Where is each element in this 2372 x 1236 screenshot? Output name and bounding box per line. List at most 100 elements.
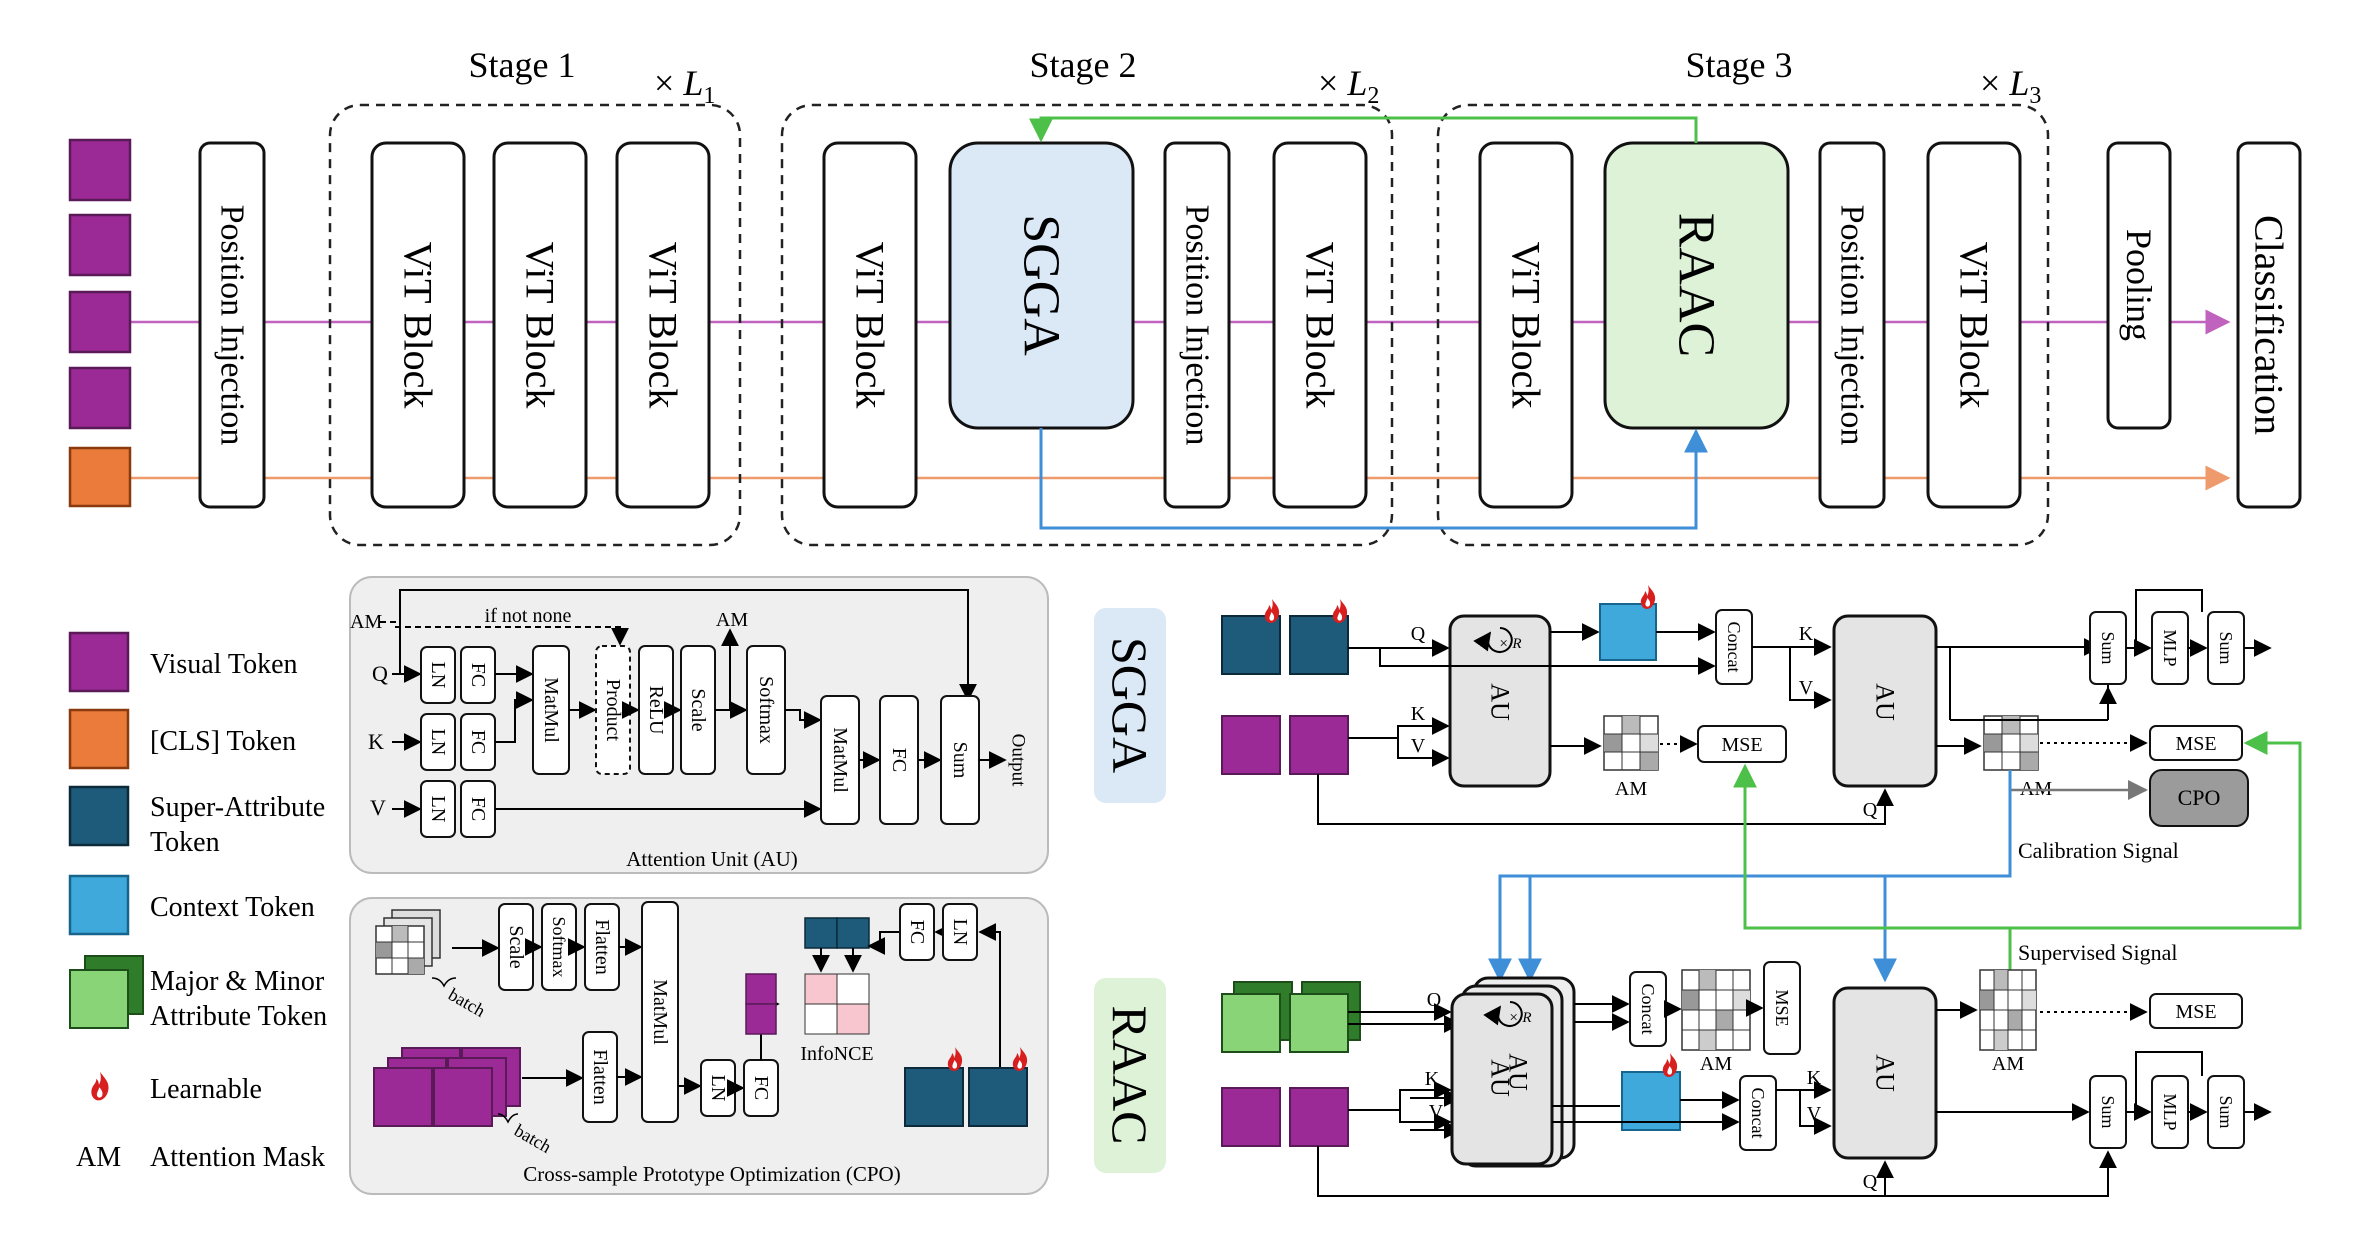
sgga-side-label: SGGA: [1102, 637, 1158, 773]
svg-text:Pooling: Pooling: [2119, 229, 2159, 341]
sgga-am-label-1: AM: [1615, 778, 1647, 800]
svg-text:ViT Block: ViT Block: [396, 242, 441, 409]
raac-concat-1: Concat: [1629, 971, 1667, 1047]
svg-text:MatMul: MatMul: [649, 979, 671, 1045]
position-injection-block-3: Position Injection: [1818, 141, 1886, 509]
sgga-repeat-icon: × R: [1473, 627, 1522, 653]
calibration-signal-label: Calibration Signal: [2018, 838, 2179, 863]
stage1-box: [328, 103, 742, 547]
cpo-caption: Cross-sample Prototype Optimization (CPO…: [523, 1162, 900, 1186]
au-matmul-1: MatMul: [532, 645, 570, 775]
svg-text:ViT Block: ViT Block: [1298, 242, 1343, 409]
svg-text:Product: Product: [602, 679, 624, 742]
cpo-infonce-label: InfoNCE: [800, 1043, 873, 1065]
au-product: Product: [595, 645, 631, 775]
svg-text:AU: AU: [1871, 1054, 1900, 1092]
sgga-au-1: AU: [1448, 614, 1552, 788]
sgga-v-label: V: [1411, 735, 1426, 757]
svg-text:Sum: Sum: [2216, 1095, 2236, 1128]
raac-au-stack: AU AU × R: [1450, 976, 1576, 1168]
cpo-scale: Scale: [498, 903, 534, 991]
legend-visual-label: Visual Token: [150, 649, 298, 680]
au-fc-v: FC: [460, 780, 496, 838]
svg-text:ViT Block: ViT Block: [518, 242, 563, 409]
svg-text:MLP: MLP: [2160, 629, 2180, 666]
cpo-panel: batch Scale Softmax Flatten batch Flatte…: [349, 897, 1049, 1195]
svg-text:CPO: CPO: [2178, 785, 2221, 810]
vit-block-s1-3: ViT Block: [615, 141, 711, 509]
cpo-fc-1: FC: [743, 1059, 779, 1117]
sgga-sum-2: Sum: [2207, 611, 2245, 685]
svg-text:Sum: Sum: [2216, 631, 2236, 664]
au-if-not-none-label: if not none: [485, 605, 572, 627]
au-q-label: Q: [372, 661, 388, 686]
legend-attr-label-1: Major & Minor: [150, 966, 325, 997]
raac-mse-1: MSE: [1763, 961, 1801, 1055]
raac-sum-2: Sum: [2207, 1075, 2245, 1149]
svg-text:LN: LN: [427, 662, 449, 689]
raac-mlp: MLP: [2151, 1075, 2189, 1149]
cpo-matmul: MatMul: [641, 901, 679, 1123]
raac-q2-label: Q: [1863, 1171, 1878, 1193]
legend-attr-swatch: [69, 955, 144, 1029]
au-relu: ReLU: [638, 645, 674, 775]
sgga-concat: Concat: [1715, 609, 1753, 685]
au-output-label: Output: [1008, 734, 1029, 788]
sgga-super-attr-tokens: [1221, 615, 1349, 675]
au-matmul-2: MatMul: [820, 695, 860, 825]
sgga-visual-tokens: [1221, 715, 1349, 775]
position-injection-block-1: Position Injection: [198, 141, 266, 509]
vit-block-s1-1: ViT Block: [370, 141, 466, 509]
svg-text:AU: AU: [1486, 683, 1515, 721]
legend-am-abbr: AM: [76, 1142, 121, 1173]
raac-sum-1: Sum: [2089, 1075, 2127, 1149]
svg-text:Position Injection: Position Injection: [1179, 205, 1216, 446]
svg-text:× R: × R: [1498, 636, 1521, 652]
input-visual-tokens: [68, 138, 132, 430]
svg-text:MatMul: MatMul: [829, 727, 851, 793]
sgga-sum-1: Sum: [2089, 611, 2127, 685]
raac-concat-2: Concat: [1739, 1075, 1777, 1151]
vit-block-s2-1: ViT Block: [822, 141, 918, 509]
calibration-signal-line: [1488, 770, 2012, 983]
raac-au-1: AU: [1486, 1059, 1515, 1097]
svg-text:LN: LN: [427, 796, 449, 823]
sgga-detail: SGGA Q K V AU × R Con: [1094, 585, 2302, 983]
sgga-v2-label: V: [1799, 677, 1814, 699]
au-am-output-label: AM: [716, 609, 748, 631]
sgga-au-2: AU: [1832, 614, 1938, 788]
svg-text:ReLU: ReLU: [645, 686, 667, 735]
au-scale: Scale: [680, 645, 716, 775]
vit-block-s1-2: ViT Block: [492, 141, 588, 509]
legend-super-label-1: Super-Attribute: [150, 792, 325, 823]
raac-k2-label: K: [1807, 1067, 1822, 1089]
sgga-to-raac-connector: [1039, 428, 1708, 530]
svg-text:SGGA: SGGA: [1013, 214, 1070, 356]
svg-text:Concat: Concat: [1748, 1088, 1768, 1139]
sgga-mse-1: MSE: [1697, 725, 1787, 763]
svg-text:× L2: × L2: [1318, 63, 1379, 109]
position-injection-block-2: Position Injection: [1163, 141, 1231, 509]
legend-super-label-2: Token: [150, 827, 220, 858]
svg-text:MLP: MLP: [2160, 1093, 2180, 1130]
stage1-repeat: × L1: [654, 63, 715, 109]
svg-text:MSE: MSE: [2175, 1001, 2216, 1023]
raac-q-label: Q: [1427, 989, 1442, 1011]
au-panel: AM if not none Q K V LN FC LN FC LN FC M…: [349, 576, 1049, 874]
sgga-context-token: [1599, 603, 1657, 661]
svg-text:FC: FC: [906, 920, 928, 944]
raac-v2-label: V: [1807, 1103, 1822, 1125]
svg-text:Scale: Scale: [687, 688, 709, 731]
sgga-k2-label: K: [1799, 623, 1814, 645]
legend-visual-swatch: [68, 631, 130, 693]
sgga-cpo: CPO: [2149, 769, 2249, 827]
stage2-label: Stage 2: [1030, 45, 1137, 85]
raac-side-label: RAAC: [1102, 1006, 1158, 1145]
legend-cls-label: [CLS] Token: [150, 726, 296, 757]
raac-au-ghost: AU: [1504, 1053, 1533, 1091]
top-pipeline: Stage 1 Stage 2 Stage 3 × L1 × L2 × L3 P…: [68, 45, 2302, 547]
input-cls-token: [68, 446, 132, 508]
supervised-signal-label: Supervised Signal: [2018, 940, 2178, 965]
svg-text:MSE: MSE: [2175, 733, 2216, 755]
raac-mse-2: MSE: [2149, 993, 2243, 1029]
